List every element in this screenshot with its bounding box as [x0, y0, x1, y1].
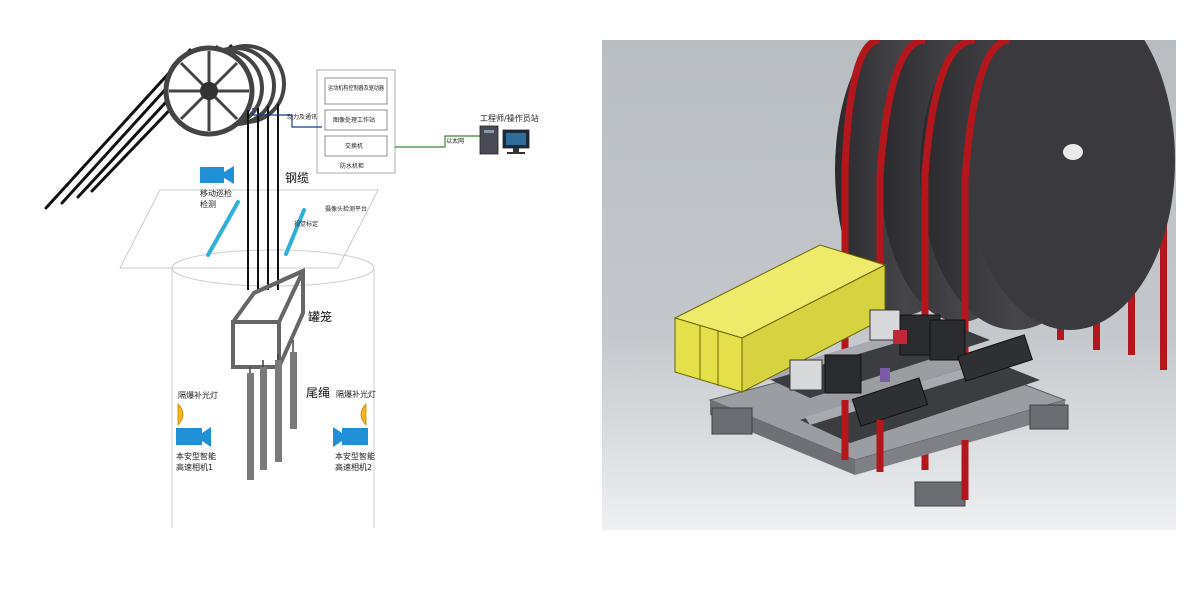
sheave-hub	[200, 82, 218, 100]
mobile-inspection-label-1: 移动巡检	[200, 188, 232, 198]
high-speed-camera-2-icon	[333, 427, 368, 447]
camera2-label-1: 本安型智能	[335, 451, 375, 461]
cabinet-box3-label: 交换机	[345, 142, 363, 150]
steel-cables-vertical	[247, 104, 279, 290]
lamp-right-label: 隔爆补光灯	[336, 389, 376, 399]
camera-platform	[119, 189, 379, 269]
yellow-housing	[673, 244, 887, 393]
lamp-left-label: 隔爆补光灯	[178, 390, 218, 400]
camera1-label-2: 高速相机1	[176, 462, 213, 472]
red-ropes-lower	[841, 400, 969, 500]
camera2-label-2: 高速相机2	[335, 462, 372, 472]
control-cabinet	[316, 69, 396, 174]
explosion-proof-lamp-right-icon	[360, 403, 367, 427]
engineer-station-label: 工程师/操作员站	[480, 113, 539, 123]
camera1-label-1: 本安型智能	[176, 451, 216, 461]
cage-box	[231, 267, 305, 369]
camera-carriages	[789, 309, 1033, 427]
cabinet-box2-label: 图像处理工作站	[333, 116, 375, 124]
mobile-inspection-label-2: 检测	[200, 199, 216, 209]
ethernet-label: 以太网	[446, 137, 464, 145]
cabinet-caption: 防水机柜	[340, 162, 364, 170]
calibration-label: 视觉标定	[294, 220, 318, 228]
right-3d-render	[602, 40, 1176, 530]
mobile-inspection-camera-icon	[200, 166, 234, 184]
red-ropes	[841, 40, 1011, 500]
calibration-strips	[206, 200, 306, 257]
engineer-station-icon	[479, 125, 530, 155]
explosion-proof-lamp-left-icon	[177, 403, 184, 427]
cage-label: 罐笼	[308, 309, 332, 324]
cabinet-box1-label: 运动机构控制器及驱动器	[328, 84, 384, 92]
high-speed-camera-1-icon	[176, 427, 211, 447]
power-comm-cable	[252, 108, 322, 128]
ethernet-cable	[395, 135, 480, 148]
power-comm-label: 动力及通讯	[287, 113, 317, 121]
drum-axle	[1063, 144, 1083, 160]
tail-rope-label: 尾绳	[306, 386, 330, 400]
steel-cable-label: 钢缆	[285, 171, 309, 185]
left-schematic: 钢缆 罐笼 尾绳 移动巡检 检测 视觉标定 摄像头检测平台 动力及通讯 以太网 …	[44, 44, 539, 528]
tail-ropes	[247, 340, 297, 480]
drum-discs	[835, 40, 1175, 330]
shaft-cylinder	[171, 249, 375, 528]
platform-label: 摄像头检测平台	[325, 205, 367, 213]
head-sheaves	[163, 44, 286, 137]
